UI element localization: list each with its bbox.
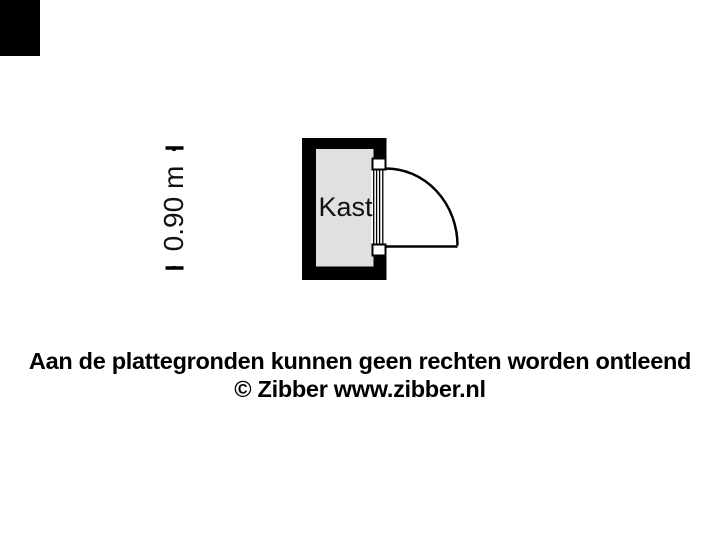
disclaimer-line2: © Zibber www.zibber.nl	[234, 376, 486, 402]
door-post-top	[371, 157, 387, 171]
door-swing-arc	[385, 167, 459, 246]
door-post-bottom	[371, 243, 387, 257]
disclaimer: Aan de plattegronden kunnen geen rechten…	[0, 347, 720, 403]
corner-marker	[0, 0, 40, 56]
room-label: Kast	[318, 192, 373, 222]
dimension-090m: 0.90 m	[155, 146, 193, 270]
room-floor	[316, 149, 374, 267]
dimension-label: 0.90 m	[158, 166, 189, 252]
dimension-label-pill	[155, 151, 193, 266]
door-track-lines	[373, 169, 384, 244]
room-kast: Kast	[302, 138, 459, 280]
disclaimer-line1: Aan de plattegronden kunnen geen rechten…	[28, 348, 692, 374]
